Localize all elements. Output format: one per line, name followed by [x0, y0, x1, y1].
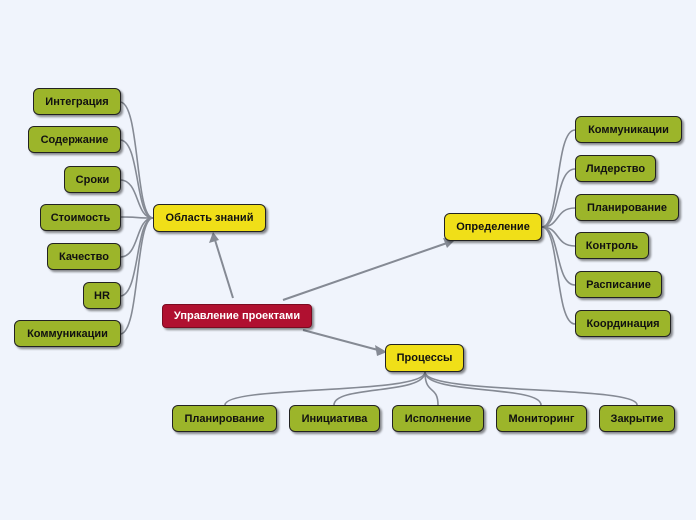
leaf-schedule[interactable]: Расписание — [575, 271, 662, 298]
leaf-scope[interactable]: Содержание — [28, 126, 121, 153]
link-knowledge-integration — [119, 101, 154, 219]
leaf-communications-definition[interactable]: Коммуникации — [575, 116, 682, 143]
leaf-planning-process[interactable]: Планирование — [172, 405, 277, 432]
leaf-execution[interactable]: Исполнение — [392, 405, 484, 432]
leaf-leadership[interactable]: Лидерство — [575, 155, 656, 182]
arrowhead-knowledge — [209, 232, 219, 243]
link-knowledge-time — [119, 179, 154, 219]
link-processes-planning — [224, 371, 426, 406]
main-node-processes[interactable]: Процессы — [385, 344, 464, 372]
link-definition-coordination — [541, 226, 576, 325]
main-node-definition[interactable]: Определение — [444, 213, 542, 241]
leaf-cost[interactable]: Стоимость — [40, 204, 121, 231]
link-definition-communications — [541, 129, 576, 228]
arrow-root-to-knowledge — [214, 239, 234, 299]
arrow-root-to-definition — [282, 242, 448, 301]
link-processes-closing — [424, 371, 638, 406]
arrow-root-to-processes — [302, 329, 379, 351]
root-node-project-management[interactable]: Управление проектами — [162, 304, 312, 328]
link-definition-leadership — [541, 168, 576, 228]
link-processes-initiative — [333, 371, 426, 406]
leaf-communications-knowledge[interactable]: Коммуникации — [14, 320, 121, 347]
leaf-planning-definition[interactable]: Планирование — [575, 194, 679, 221]
arrowhead-processes — [375, 345, 387, 356]
leaf-time[interactable]: Сроки — [64, 166, 121, 193]
link-knowledge-scope — [119, 139, 154, 219]
leaf-monitoring[interactable]: Мониторинг — [496, 405, 587, 432]
leaf-quality[interactable]: Качество — [47, 243, 121, 270]
link-processes-monitoring — [424, 371, 542, 406]
link-definition-planning — [541, 207, 576, 228]
leaf-coordination[interactable]: Координация — [575, 310, 671, 337]
leaf-closing[interactable]: Закрытие — [599, 405, 675, 432]
leaf-control[interactable]: Контроль — [575, 232, 649, 259]
leaf-initiative[interactable]: Инициатива — [289, 405, 380, 432]
link-knowledge-quality — [119, 217, 154, 258]
leaf-hr[interactable]: HR — [83, 282, 121, 309]
main-node-knowledge-area[interactable]: Область знаний — [153, 204, 266, 232]
link-knowledge-communications — [119, 217, 154, 335]
link-processes-execution — [424, 371, 439, 406]
leaf-integration[interactable]: Интеграция — [33, 88, 121, 115]
